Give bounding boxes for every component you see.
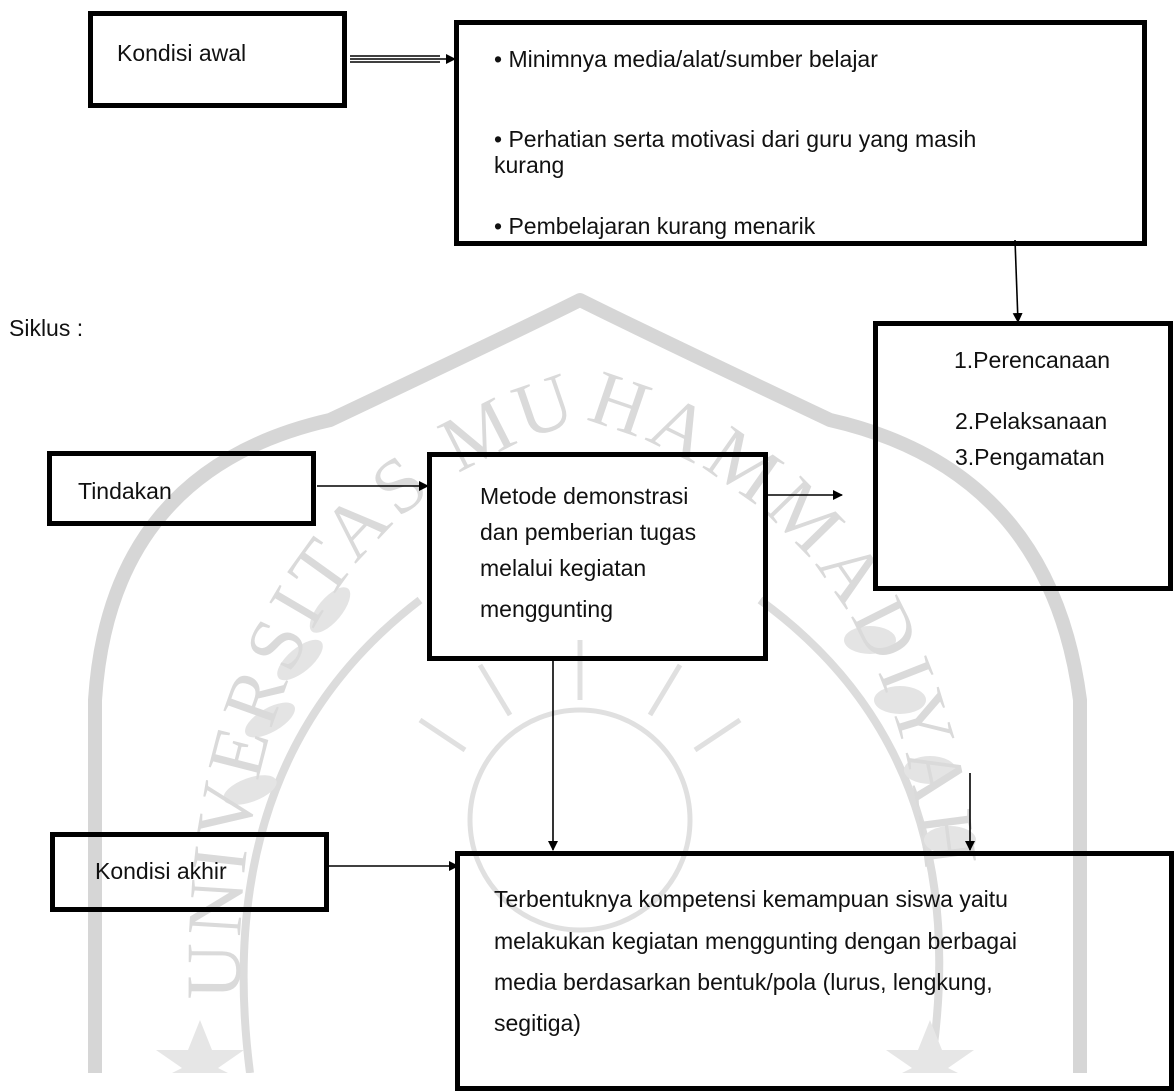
initial-condition-box — [88, 11, 347, 108]
cycle-steps-box — [873, 321, 1173, 591]
arrow-problems-to-cycle — [1012, 239, 1023, 323]
problem-item-2: • Perhatian serta motivasi dari guru yan… — [494, 126, 977, 152]
final-condition-label: Kondisi akhir — [95, 858, 227, 884]
action-method-line-4: menggunting — [480, 596, 613, 622]
cycle-step-planning: 1.Perencanaan — [954, 347, 1111, 373]
problem-item-3: • Pembelajaran kurang menarik — [494, 213, 816, 239]
initial-condition-label: Kondisi awal — [117, 40, 247, 66]
initial-problems-box — [454, 20, 1147, 246]
cycle-step-observation: 3.Pengamatan — [955, 444, 1105, 470]
final-result-line-1: Terbentuknya kompetensi kemampuan siswa … — [494, 886, 1008, 912]
final-result-line-4: segitiga) — [494, 1010, 581, 1036]
problem-item-2-continued: kurang — [494, 152, 565, 178]
action-label-box — [47, 451, 316, 526]
final-condition-label-box — [50, 832, 329, 912]
action-method-line-2: dan pemberian tugas — [480, 519, 697, 545]
action-method-line-3: melalui kegiatan — [480, 555, 647, 581]
problem-item-1: • Minimnya media/alat/sumber belajar — [494, 46, 878, 72]
action-method-box — [427, 452, 768, 661]
final-result-line-2: melakukan kegiatan menggunting dengan be… — [494, 928, 1018, 954]
cycle-step-implementation: 2.Pelaksanaan — [955, 408, 1108, 434]
action-label: Tindakan — [78, 478, 172, 504]
final-result-line-3: media berdasarkan bentuk/pola (lurus, le… — [494, 969, 993, 995]
action-method-line-1: Metode demonstrasi — [480, 483, 689, 509]
cycle-label: Siklus : — [9, 315, 84, 341]
